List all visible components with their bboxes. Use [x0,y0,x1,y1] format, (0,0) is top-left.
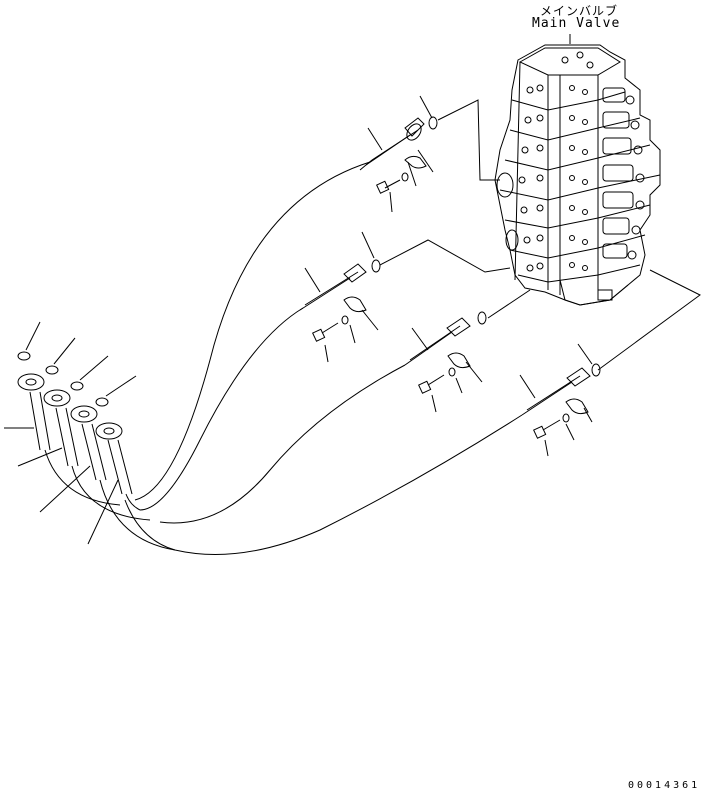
main-valve-label-japanese: メインバルブ [540,4,619,18]
hose-assembly-4 [125,344,600,555]
figure-number: 00014361 [628,780,701,791]
hose-assembly-1 [135,96,437,500]
main-valve-assembly [495,34,660,305]
hose-assembly-2 [140,232,380,510]
hose-assembly-3 [160,312,486,523]
valve-face-bolts [519,52,593,271]
pump-side-hose-ends [4,322,175,550]
valve-spool-caps [603,88,644,259]
main-valve-label-english: Main Valve [532,16,621,31]
pipe-routing-lines [380,100,700,370]
